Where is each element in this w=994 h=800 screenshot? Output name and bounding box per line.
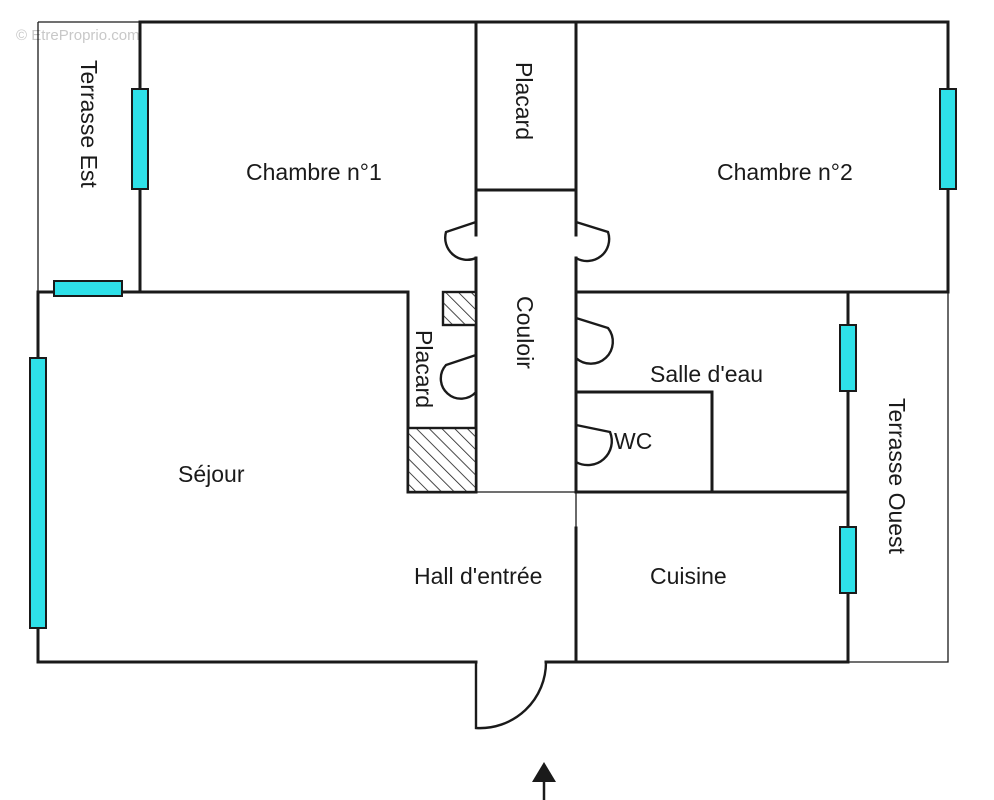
door-salle-eau (575, 316, 615, 365)
label-hall: Hall d'entrée (414, 563, 542, 589)
duct-top (441, 290, 478, 327)
door-chambre-1 (444, 220, 477, 261)
label-placard-top: Placard (511, 62, 537, 140)
label-terrasse-est: Terrasse Est (76, 60, 102, 188)
label-terrasse-ouest: Terrasse Ouest (884, 398, 910, 555)
doors (439, 220, 615, 730)
label-chambre-2: Chambre n°2 (717, 159, 853, 185)
label-couloir: Couloir (512, 296, 538, 369)
label-sejour: Séjour (178, 461, 245, 487)
label-salle-eau: Salle d'eau (650, 361, 763, 387)
door-chambre-2 (575, 220, 611, 263)
door-placard (439, 353, 477, 400)
watermark: © EtreProprio.com (16, 27, 140, 44)
window-salle-eau (839, 324, 857, 392)
label-wc: WC (614, 428, 652, 454)
window-chambre-1 (131, 88, 149, 190)
window-cuisine (839, 526, 857, 594)
window-chambre-2 (939, 88, 957, 190)
arrow-up-icon (532, 762, 556, 800)
door-entrance (474, 661, 548, 730)
door-wc (575, 423, 613, 467)
label-cuisine: Cuisine (650, 563, 727, 589)
window-sejour-left (29, 357, 47, 629)
duct-bottom (406, 426, 478, 494)
label-chambre-1: Chambre n°1 (246, 159, 382, 185)
label-placard-mid: Placard (411, 330, 437, 408)
windows (29, 88, 957, 629)
window-sejour-top (53, 280, 123, 297)
